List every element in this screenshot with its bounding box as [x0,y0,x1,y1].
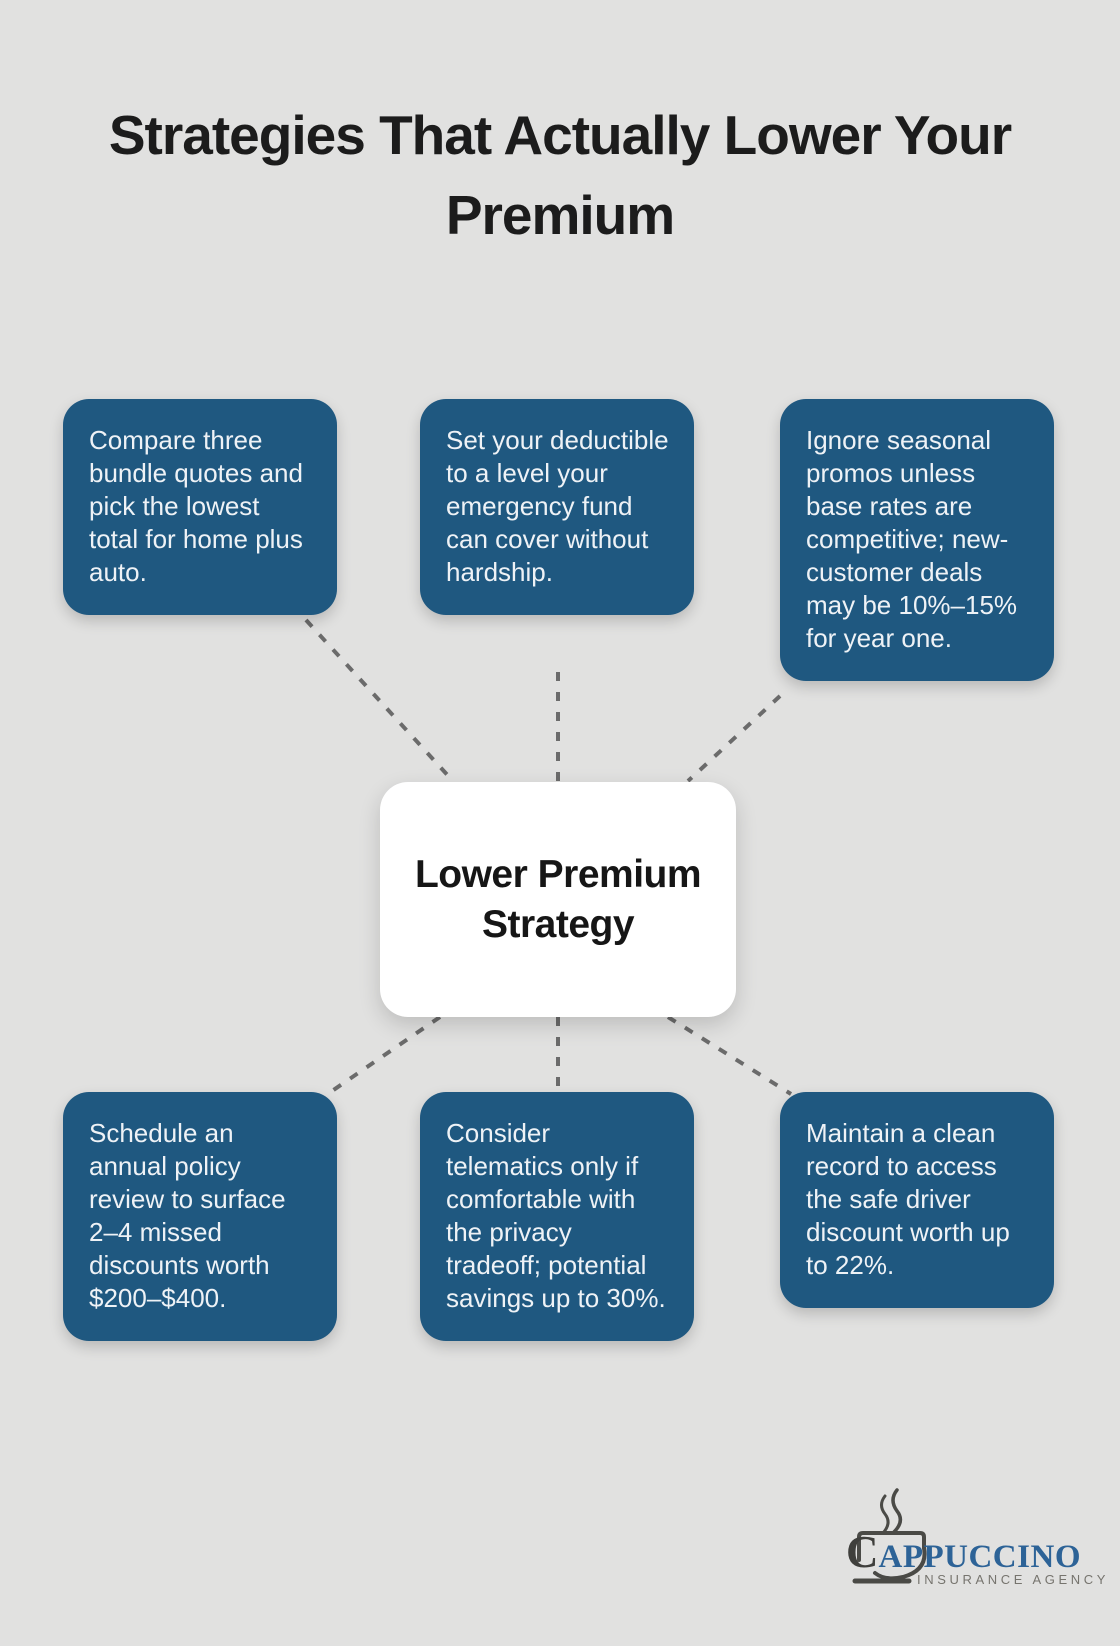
strategy-node-text: Set your deductible to a level your emer… [446,425,669,587]
brand-name-rest: APPUCCINO [878,1539,1081,1575]
strategy-node-top-right: Ignore seasonal promos unless base rates… [780,399,1054,681]
strategy-node-top-center: Set your deductible to a level your emer… [420,399,694,615]
page-title: Strategies That Actually Lower Your Prem… [108,104,1012,246]
coffee-cup-icon [852,1488,927,1584]
connector-line-top-right [686,694,782,783]
connector-line-bottom-left [330,1015,442,1093]
strategy-node-text: Maintain a clean record to access the sa… [806,1118,1010,1280]
brand-name-initial: C [846,1527,879,1577]
strategy-node-text: Compare three bundle quotes and pick the… [89,425,303,587]
strategy-node-bottom-right: Maintain a clean record to access the sa… [780,1092,1054,1308]
central-node-label: Lower Premium Strategy [414,852,702,946]
strategy-node-top-left: Compare three bundle quotes and pick the… [63,399,337,615]
central-node: Lower Premium Strategy [380,782,736,1017]
connector-line-bottom-right [666,1015,793,1096]
strategy-node-text: Consider telematics only if comfortable … [446,1118,666,1313]
strategy-node-bottom-center: Consider telematics only if comfortable … [420,1092,694,1341]
strategy-node-text: Ignore seasonal promos unless base rates… [806,425,1018,653]
strategy-node-text: Schedule an annual policy review to surf… [89,1118,286,1313]
brand-tagline: INSURANCE AGENCY [917,1572,1109,1587]
strategy-node-bottom-left: Schedule an annual policy review to surf… [63,1092,337,1341]
connector-line-top-left [304,618,454,782]
